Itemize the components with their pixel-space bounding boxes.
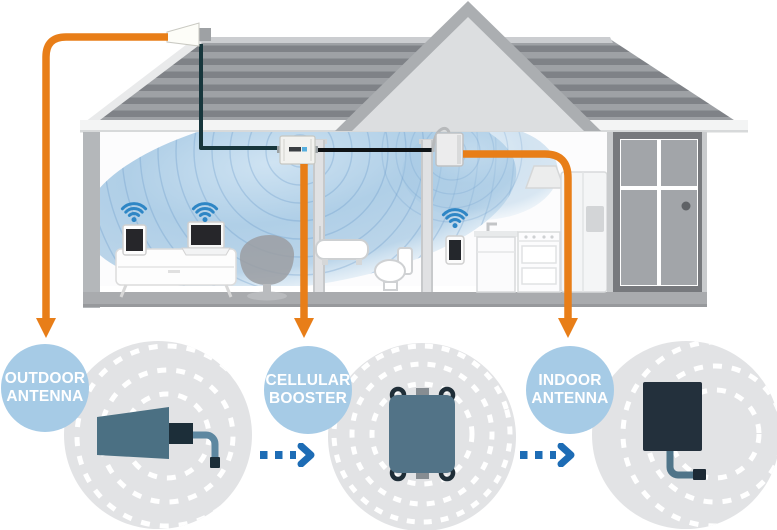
- booster-box: [389, 386, 456, 482]
- entry-door: [613, 132, 705, 292]
- indoor-antenna-illustration: [620, 341, 777, 529]
- toilet: [374, 247, 413, 291]
- kitchen-sink: [474, 222, 518, 293]
- living-room-furniture: [115, 202, 295, 301]
- antenna-rear-block: [169, 423, 193, 444]
- left-wall: [83, 132, 100, 308]
- panel-antenna-cable: [666, 451, 694, 479]
- label-line: OUTDOOR: [4, 370, 86, 388]
- bathtub: [315, 239, 369, 260]
- label-line: INDOOR: [538, 372, 602, 390]
- roof-ridge-cap: [193, 37, 613, 43]
- panel-antenna-body: [643, 382, 702, 451]
- kitchen-fixtures: [441, 165, 608, 293]
- arrow-head: [294, 318, 314, 338]
- floor: [83, 292, 707, 306]
- house-illustration: [36, 1, 748, 338]
- booster-label: [289, 147, 301, 152]
- label-line: ANTENNA: [6, 388, 84, 405]
- antenna-mount-pipe: [193, 431, 219, 458]
- outdoor-antenna-stage-circle: [64, 341, 252, 529]
- flow-arrow-2: [520, 443, 575, 467]
- egg-chair: [239, 235, 295, 285]
- refrigerator: [560, 171, 608, 293]
- stove: [517, 231, 561, 293]
- label-line: ANTENNA: [531, 390, 609, 407]
- tablet: [122, 224, 147, 256]
- indoor-antenna-label: INDOOR ANTENNA: [526, 346, 614, 434]
- flow-to-outdoor-antenna: [36, 33, 168, 338]
- laptop: [181, 221, 231, 256]
- arrow-head: [558, 318, 578, 338]
- label-line: CELLULAR: [265, 372, 351, 390]
- outdoor-antenna-device: [166, 22, 211, 47]
- outdoor-antenna-label: OUTDOOR ANTENNA: [1, 344, 89, 432]
- range-hood: [524, 165, 566, 189]
- flow-to-cellular-booster: [294, 164, 314, 338]
- roof-left-trim: [85, 38, 202, 126]
- arrow-head: [36, 318, 56, 338]
- lpda-antenna-body: [97, 407, 169, 459]
- flow-to-indoor-antenna: [463, 150, 578, 338]
- bathroom-fixtures: [315, 226, 413, 291]
- cellular-booster-stage-circle: [328, 343, 516, 530]
- outdoor-antenna-illustration: [74, 343, 252, 529]
- door-knob: [681, 201, 691, 211]
- flow-arrow-1: [260, 443, 315, 467]
- label-line: BOOSTER: [268, 390, 348, 407]
- cellular-booster-label: CELLULAR BOOSTER: [264, 346, 352, 434]
- indoor-antenna-device: [431, 126, 464, 167]
- booster-device: [277, 135, 318, 165]
- cellular-booster-illustration: [331, 343, 513, 525]
- indoor-antenna-stage-circle: [592, 341, 777, 529]
- smartphone: [445, 235, 465, 265]
- gable: [335, 1, 601, 131]
- outdoor-antenna-cable: [199, 44, 282, 150]
